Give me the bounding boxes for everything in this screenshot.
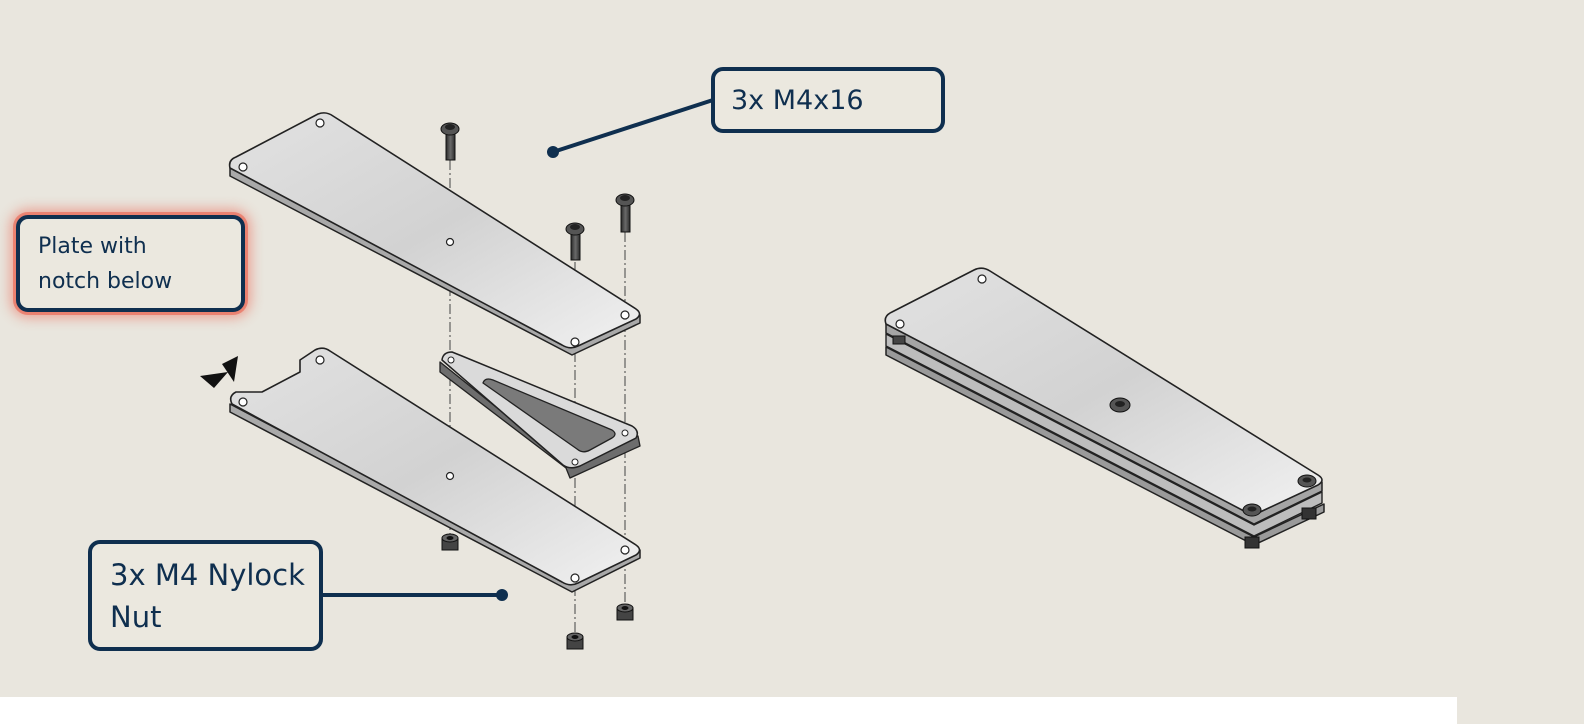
callout-plate-notch: Plate with notch below — [16, 215, 245, 312]
leader-screws — [547, 98, 714, 158]
assembled-stack — [884, 267, 1325, 549]
screw-right — [615, 193, 635, 233]
screw-middle — [565, 222, 585, 261]
callout-nuts-text: 3x M4 Nylock Nut — [110, 554, 305, 638]
nut-middle — [566, 632, 584, 650]
bottom-plate — [229, 347, 641, 593]
leader-nuts — [322, 589, 508, 601]
callout-nuts-line2: Nut — [110, 599, 162, 634]
screw-left — [440, 122, 460, 161]
callout-plate-text: Plate with notch below — [38, 229, 172, 299]
nut-right — [616, 603, 634, 621]
callout-screws-text: 3x M4x16 — [731, 84, 864, 116]
notch-indicator-icon — [200, 356, 238, 388]
top-plate — [228, 112, 641, 356]
callout-screws: 3x M4x16 — [711, 67, 945, 133]
callout-nuts-line1: 3x M4 Nylock — [110, 557, 305, 592]
nut-left — [441, 533, 459, 551]
bottom-strip — [0, 697, 1457, 724]
triangle-spacer — [439, 351, 641, 479]
background-panel-right — [1457, 604, 1584, 724]
callout-plate-line2: notch below — [38, 268, 173, 294]
callout-nuts: 3x M4 Nylock Nut — [88, 540, 323, 651]
callout-plate-line1: Plate with — [38, 233, 147, 259]
